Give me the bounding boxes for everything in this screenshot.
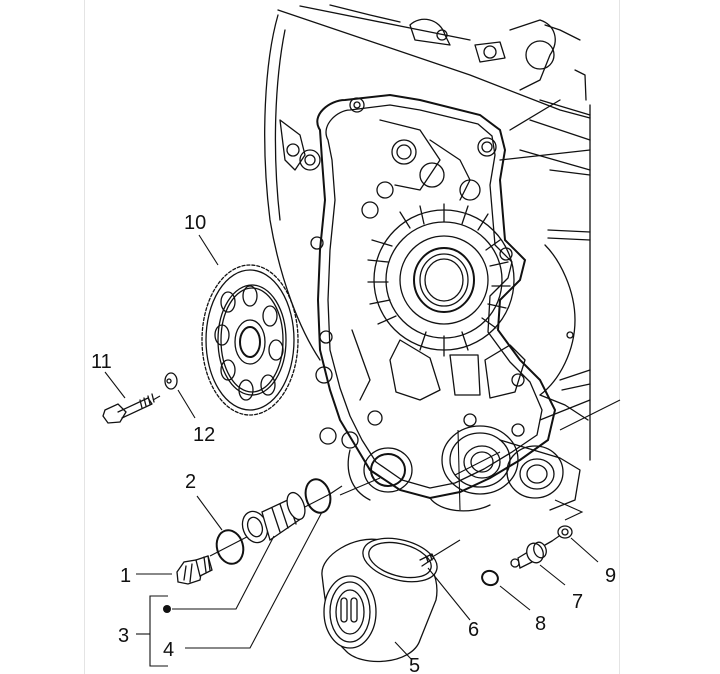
- callout-4: 4: [163, 639, 174, 661]
- engine-crankcase: [264, 4, 621, 512]
- callout-labels: 1 2 3 4 5 6 7 8 9 10 11 12: [91, 212, 616, 674]
- callout-5: 5: [409, 655, 420, 674]
- frame-right-edge: [619, 0, 620, 674]
- group-bracket-3: [136, 511, 323, 667]
- washer-part-12: [164, 372, 196, 419]
- o-ring-part-4: [304, 478, 343, 514]
- strainer-part-3: [241, 491, 306, 544]
- sprocket-part-10: [198, 234, 299, 416]
- case-ribs: [367, 203, 511, 357]
- frame-left-edge: [84, 0, 85, 674]
- callout-9: 9: [605, 565, 616, 587]
- callout-8: 8: [535, 613, 546, 635]
- oil-filter-part-5: [321, 537, 438, 663]
- bullet-marker-3a: [163, 605, 171, 613]
- stud-part-6: [419, 539, 471, 621]
- pressure-sensor-part-7: [510, 533, 566, 586]
- callout-6: 6: [468, 619, 479, 641]
- callout-3: 3: [118, 625, 129, 647]
- washer-part-9: [554, 499, 599, 563]
- bolt-part-11: [102, 371, 161, 424]
- callout-11: 11: [91, 351, 112, 373]
- callout-7: 7: [572, 591, 583, 613]
- clip-part-8: [481, 569, 531, 611]
- callout-1: 1: [120, 565, 131, 587]
- callout-12: 12: [193, 424, 215, 446]
- callout-10: 10: [184, 212, 206, 234]
- callout-2: 2: [185, 471, 196, 493]
- drain-plug-part-1: [136, 555, 213, 585]
